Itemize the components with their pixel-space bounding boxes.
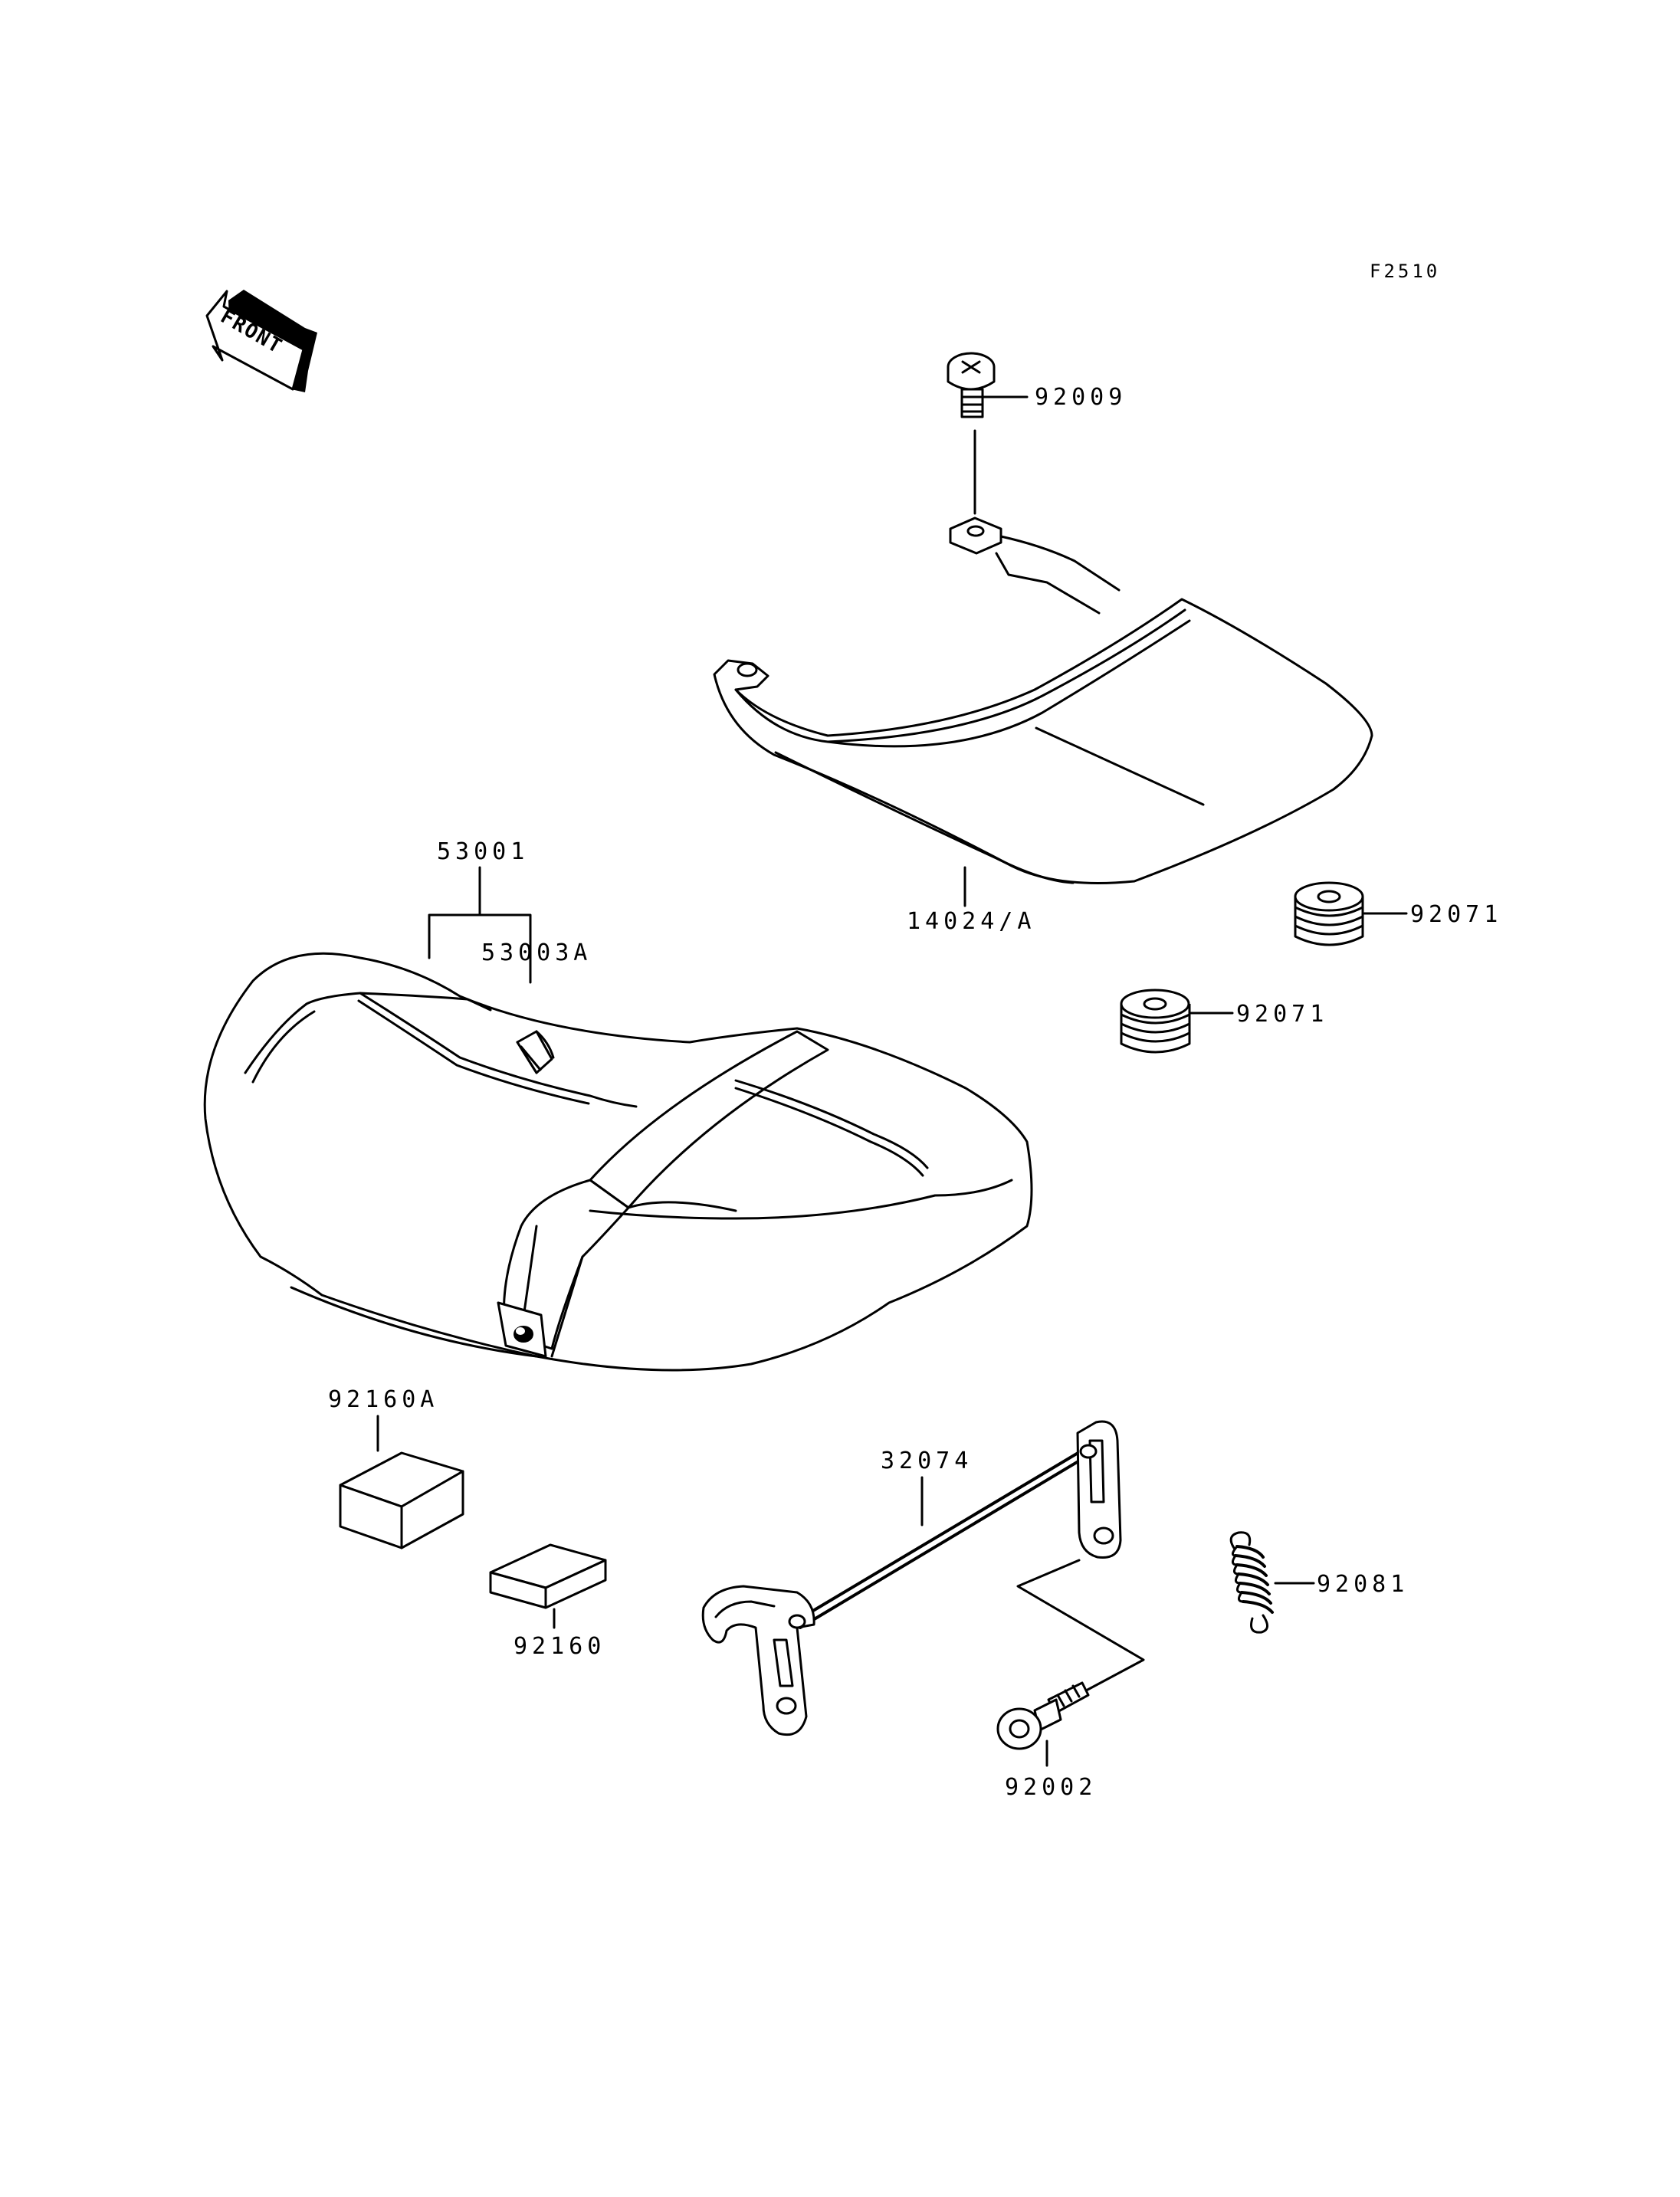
seat-lock-rod-32074 bbox=[701, 1420, 1122, 1736]
label-92009: 92009 bbox=[1035, 384, 1127, 411]
label-92160: 92160 bbox=[514, 1633, 605, 1660]
label-53001: 53001 bbox=[437, 838, 529, 865]
spring-92081 bbox=[1229, 1531, 1274, 1634]
damper-rubber-92071-top bbox=[1294, 881, 1364, 946]
figure-code: F2510 bbox=[1370, 261, 1440, 282]
damper-rubber-92071-bottom bbox=[1120, 989, 1191, 1054]
rubber-block-92160a bbox=[339, 1451, 464, 1549]
label-14024: 14024/A bbox=[907, 908, 1035, 935]
label-92160a: 92160A bbox=[328, 1386, 438, 1413]
label-92002: 92002 bbox=[1005, 1774, 1097, 1801]
bolt-92009 bbox=[947, 352, 996, 418]
label-92071-top: 92071 bbox=[1410, 901, 1502, 928]
leader-53001 bbox=[428, 866, 532, 984]
front-arrow-icon: FRONT bbox=[205, 290, 317, 392]
seat-53001 bbox=[203, 952, 1033, 1372]
rubber-block-92160 bbox=[489, 1543, 607, 1609]
label-92081: 92081 bbox=[1317, 1571, 1409, 1598]
label-53003a: 53003A bbox=[481, 939, 592, 966]
bolt-92002 bbox=[996, 1681, 1090, 1750]
label-92071-bottom: 92071 bbox=[1236, 1001, 1328, 1028]
leader-32074-to-92002 bbox=[1016, 1559, 1145, 1697]
label-32074: 32074 bbox=[881, 1448, 973, 1474]
grab-rail-14024 bbox=[713, 516, 1373, 884]
